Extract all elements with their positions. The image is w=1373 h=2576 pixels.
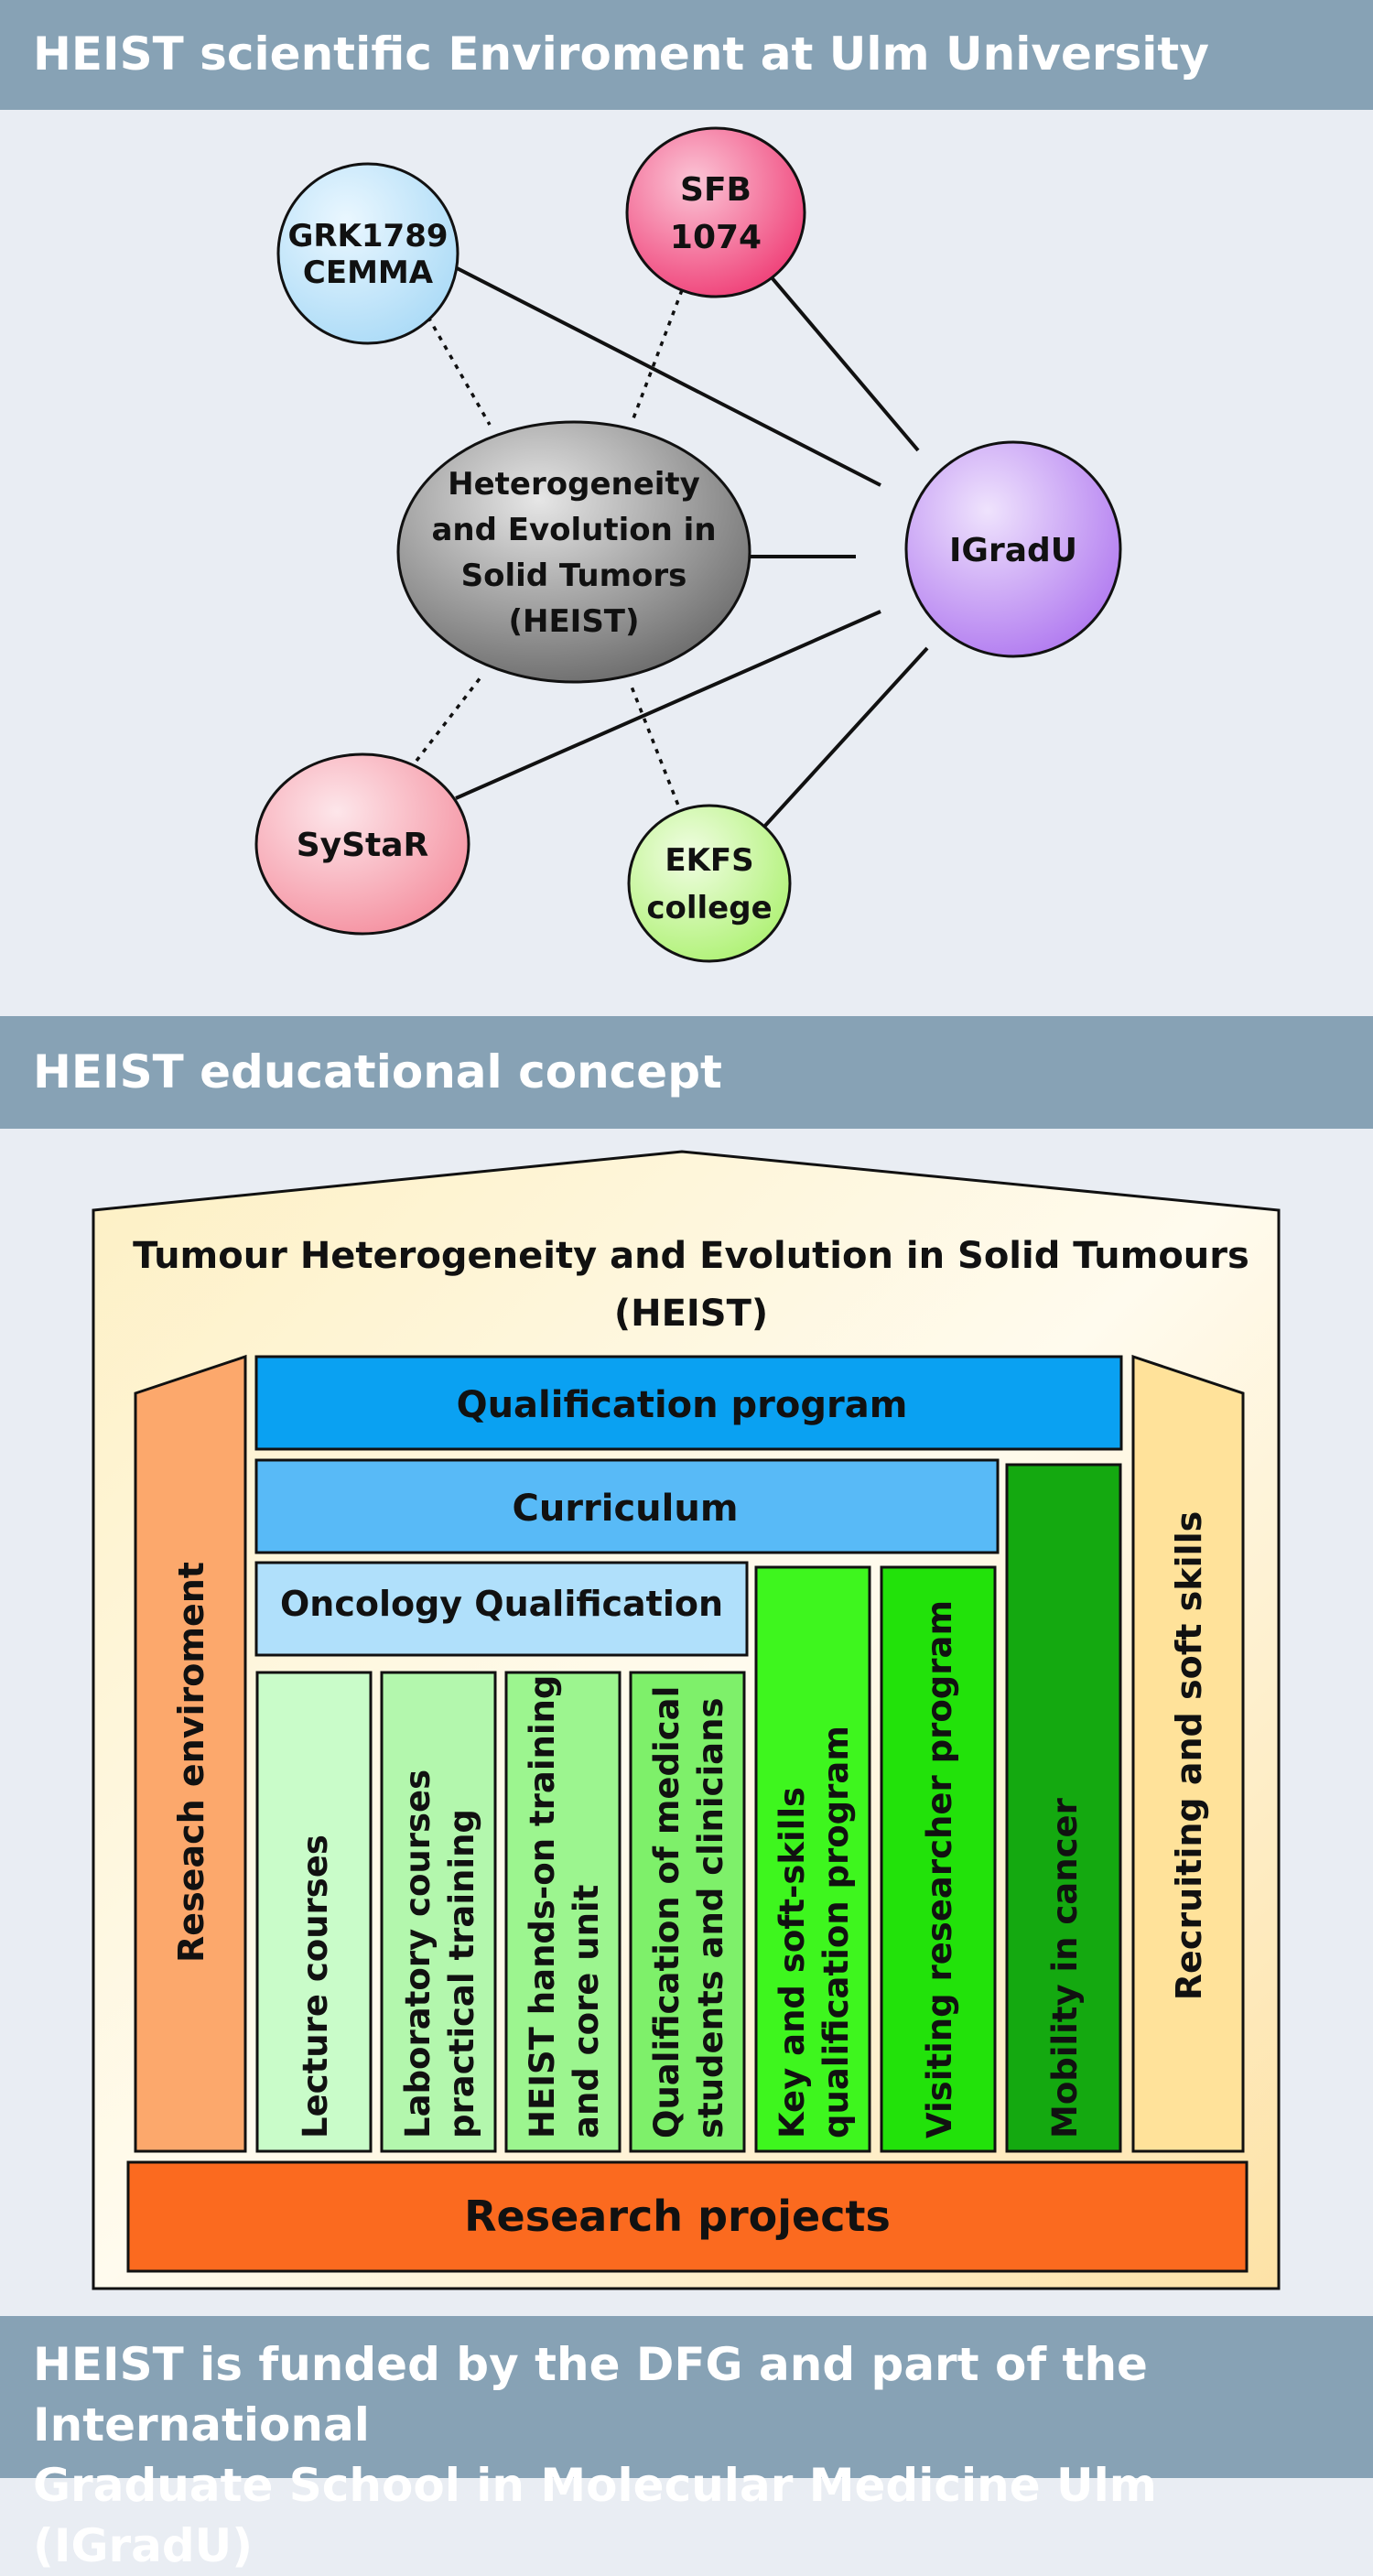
research-projects-label: Research projects (464, 2192, 891, 2241)
column-7-label: Mobility in cancer (1045, 1797, 1085, 2138)
node-grk-label: CEMMA (303, 254, 434, 291)
node-grk-label: GRK1789 (287, 218, 448, 254)
oncology-qualification-label: Oncology Qualification (280, 1584, 723, 1624)
node-sfb-shape (625, 126, 806, 298)
column-1 (255, 1671, 373, 2153)
column-3 (504, 1671, 622, 2153)
funding-text: HEIST is funded by the DFG and part of t… (33, 2334, 1373, 2576)
node-grk-shape (276, 162, 459, 345)
funding-footer: HEIST is funded by the DFG and part of t… (0, 2316, 1373, 2572)
network-links (410, 253, 929, 828)
link-grk-igradu (429, 253, 881, 487)
column-5 (754, 1565, 871, 2153)
link-ekfs-igradu (762, 646, 929, 828)
node-igradu-label: IGradU (949, 532, 1077, 569)
left-pillar (134, 1354, 247, 2153)
research-projects (126, 2160, 1249, 2273)
column-4-label: students and clinicians (691, 1697, 730, 2138)
left-pillar-label: Reseach enviroment (171, 1562, 211, 1963)
house-panel: Tumour Heterogeneity and Evolution in So… (0, 1129, 1373, 2316)
environment-title: HEIST scientific Enviroment at Ulm Unive… (33, 27, 1209, 81)
column-3-label: and core unit (567, 1885, 606, 2138)
column-6 (880, 1565, 997, 2153)
node-heist: Heterogeneity and Evolution in Solid Tumor… (396, 420, 751, 684)
node-ekfs-label: college (646, 890, 772, 926)
curriculum-label: Curriculum (512, 1488, 738, 1530)
curriculum (254, 1458, 1000, 1554)
right-pillar-label: Recruiting and soft skills (1169, 1511, 1209, 2000)
column-6-label: Visiting researcher program (920, 1600, 959, 2138)
node-sfb: SFB 1074 (625, 126, 806, 298)
column-4-label: Qualification of medical (647, 1686, 686, 2138)
node-igradu-shape (904, 440, 1122, 658)
node-systar: SyStaR (254, 752, 470, 936)
right-pillar (1131, 1354, 1245, 2153)
link-sfb-igradu (769, 275, 920, 452)
column-5-label: qualification program (816, 1726, 856, 2138)
node-ekfs-label: EKFS (665, 842, 753, 879)
environment-header: HEIST scientific Enviroment at Ulm Unive… (0, 0, 1373, 110)
node-heist-label: Heterogeneity (448, 466, 700, 503)
education-title: HEIST educational concept (33, 1045, 722, 1099)
node-heist-label: and Evolution in (431, 512, 716, 548)
column-2-label: Laboratory courses (398, 1770, 438, 2138)
node-ekfs: EKFS college (627, 804, 792, 963)
column-3-label: HEIST hands-on training (523, 1675, 562, 2138)
link-systar-heist (415, 676, 482, 763)
qualification-program-label: Qualification program (457, 1384, 908, 1426)
node-sfb-label: 1074 (670, 219, 762, 256)
oncology-qualification (254, 1561, 749, 1657)
qualification-program (254, 1355, 1123, 1451)
house-title: Tumour Heterogeneity and Evolution in So… (133, 1235, 1249, 1277)
node-heist-shape (396, 420, 751, 684)
column-2-label: practical training (442, 1809, 481, 2138)
node-systar-label: SyStaR (297, 827, 429, 864)
funding-line-2: Graduate School in Molecular Medicine Ul… (33, 2459, 1157, 2572)
link-ekfs-heist (628, 681, 684, 816)
education-header: HEIST educational concept (0, 1016, 1373, 1129)
column-5-label: Key and soft-skills (773, 1787, 812, 2138)
column-1-label: Lecture courses (296, 1835, 335, 2138)
house-subtitle: (HEIST) (614, 1293, 768, 1335)
node-heist-label: Solid Tumors (461, 557, 687, 594)
house-diagram: Tumour Heterogeneity and Evolution in So… (92, 1150, 1281, 2290)
funding-line-1: HEIST is funded by the DFG and part of t… (33, 2338, 1148, 2452)
column-4 (629, 1671, 746, 2153)
column-7 (1005, 1463, 1122, 2153)
node-systar-shape (254, 752, 470, 936)
link-systar-igradu (455, 610, 881, 800)
node-sfb-label: SFB (680, 171, 751, 209)
node-heist-label: (HEIST) (508, 603, 639, 640)
node-igradu: IGradU (904, 440, 1122, 658)
link-sfb-heist (632, 289, 684, 419)
column-2 (380, 1671, 497, 2153)
node-ekfs-shape (627, 804, 792, 963)
